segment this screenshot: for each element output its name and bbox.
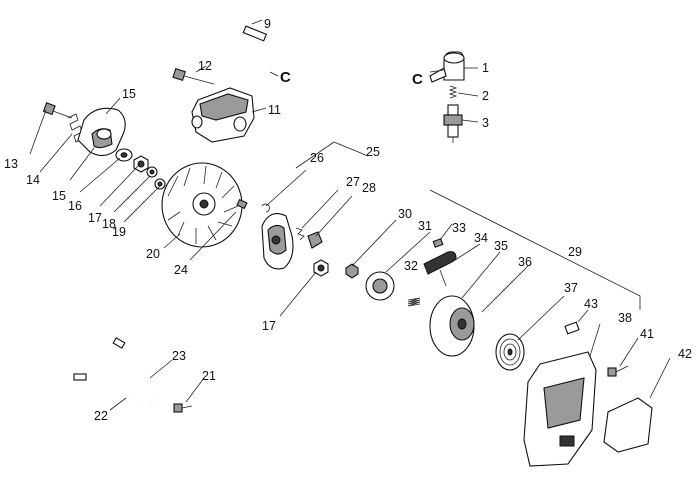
callout-17-nut: 17 xyxy=(88,211,102,225)
part-plug-cap xyxy=(429,51,465,83)
callout-3: 3 xyxy=(482,116,489,130)
part-starter-handle xyxy=(423,251,457,287)
callout-11: 11 xyxy=(268,103,281,117)
part-spiral-spring xyxy=(495,333,525,371)
part-e-clip xyxy=(261,203,270,213)
part-nut xyxy=(133,155,149,173)
part-label xyxy=(564,321,580,335)
callout-28: 28 xyxy=(362,181,376,195)
callout-9: 9 xyxy=(264,17,271,31)
part-key xyxy=(236,198,248,210)
callout-37: 37 xyxy=(564,281,578,295)
callout-32: 32 xyxy=(404,259,418,273)
leader-lines xyxy=(29,19,671,411)
callout-36: 36 xyxy=(518,255,532,269)
part-starter-pulley xyxy=(429,295,475,357)
part-wire-lead-b xyxy=(112,337,161,401)
callout-13: 13 xyxy=(4,157,18,171)
callout-21: 21 xyxy=(202,369,216,383)
callout-17-nut-b: 17 xyxy=(262,319,276,333)
part-clutch-bolt xyxy=(42,102,73,119)
connector-c-cap: C xyxy=(412,71,423,88)
callout-43: 43 xyxy=(584,297,598,311)
part-pin xyxy=(242,25,268,42)
part-coil-bolt xyxy=(172,68,215,85)
callout-numbers: 1 2 3 9 11 12 13 14 15 15 16 17 18 19 20… xyxy=(4,17,692,423)
callout-20: 20 xyxy=(146,247,160,261)
callout-14: 14 xyxy=(26,173,40,187)
callout-15-shoe: 15 xyxy=(52,189,66,203)
callout-42: 42 xyxy=(678,347,692,361)
callout-16: 16 xyxy=(68,199,82,213)
part-ignition-coil xyxy=(191,87,255,143)
part-ignition-coil-lead xyxy=(226,43,269,91)
callout-2: 2 xyxy=(482,89,489,103)
callout-35: 35 xyxy=(494,239,508,253)
callout-15-clutch: 15 xyxy=(122,87,136,101)
callout-12: 12 xyxy=(198,59,212,73)
connector-c-coil: C xyxy=(280,69,291,86)
callout-30: 30 xyxy=(398,207,412,221)
callout-33: 33 xyxy=(452,221,466,235)
callout-26: 26 xyxy=(310,151,324,165)
callout-1: 1 xyxy=(482,61,489,75)
part-spark-plug xyxy=(443,104,463,143)
part-clutch-spring xyxy=(67,113,85,143)
part-starter-spring xyxy=(407,297,421,307)
part-washer-a xyxy=(146,166,158,178)
part-ratchet-housing xyxy=(261,213,294,270)
part-starter-hub xyxy=(365,271,395,301)
callout-29: 29 xyxy=(568,245,582,259)
part-cover-screw xyxy=(607,365,629,377)
callout-18: 18 xyxy=(102,217,116,231)
callout-27: 27 xyxy=(346,175,360,189)
callout-41: 41 xyxy=(640,327,654,341)
part-handle-insert xyxy=(432,238,444,248)
part-cover-plate xyxy=(603,397,653,453)
part-cap-spring xyxy=(448,85,458,99)
part-clutch-assembly xyxy=(77,107,126,157)
callout-25: 25 xyxy=(366,145,380,159)
callout-24: 24 xyxy=(174,263,188,277)
part-nut-b xyxy=(313,259,329,277)
part-washer-b xyxy=(154,178,166,190)
part-flywheel xyxy=(161,162,243,248)
callout-34: 34 xyxy=(474,231,488,245)
callout-19: 19 xyxy=(112,225,126,239)
callout-31: 31 xyxy=(418,219,432,233)
part-starter-cover xyxy=(523,351,597,467)
part-pawl-spring xyxy=(295,227,305,241)
callout-38: 38 xyxy=(618,311,632,325)
part-screw-small xyxy=(173,403,193,413)
part-pawl xyxy=(307,231,323,249)
callout-22: 22 xyxy=(94,409,108,423)
part-starter-screw xyxy=(345,263,359,279)
part-wire-lead-a xyxy=(73,373,161,403)
callout-23: 23 xyxy=(172,349,186,363)
